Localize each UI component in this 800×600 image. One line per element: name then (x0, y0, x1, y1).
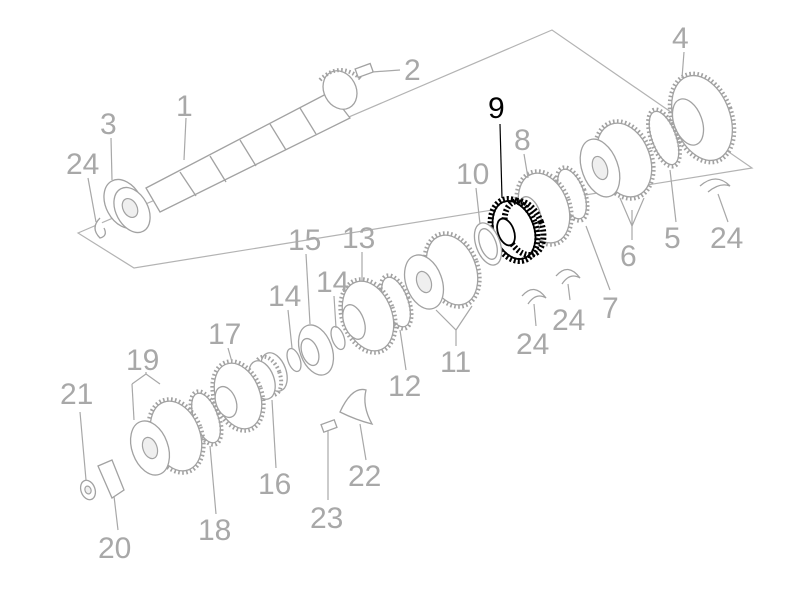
part-24-circlip-mid-a[interactable] (521, 288, 547, 305)
leader-lines (79, 51, 729, 531)
callout-labels: 1 2 3 4 5 6 7 8 9 10 11 12 13 14 15 14 1… (60, 22, 743, 565)
callout-3[interactable]: 3 (100, 108, 117, 141)
part-20-lock-plate[interactable] (97, 459, 125, 499)
callout-14-lower[interactable]: 14 (268, 280, 301, 313)
part-5-ring[interactable] (642, 105, 687, 170)
callout-4[interactable]: 4 (672, 22, 689, 55)
part-24-circlip-right[interactable] (699, 178, 731, 193)
part-14-washer-a[interactable] (328, 325, 347, 352)
callout-17[interactable]: 17 (208, 318, 241, 351)
part-4-gear[interactable] (658, 65, 746, 172)
callout-23[interactable]: 23 (310, 502, 343, 535)
part-13-gear[interactable] (331, 271, 406, 360)
part-6-synchro-hub[interactable] (573, 113, 664, 207)
callout-24-mid-left[interactable]: 24 (516, 328, 549, 361)
part-14-washer-b[interactable] (284, 347, 303, 374)
callout-7[interactable]: 7 (602, 292, 619, 325)
callout-15[interactable]: 15 (288, 224, 321, 257)
part-10-ring[interactable] (469, 219, 507, 269)
upper-assembly-frame (76, 29, 754, 269)
callout-8[interactable]: 8 (514, 124, 531, 157)
callout-5[interactable]: 5 (664, 222, 681, 255)
part-3-bearing[interactable] (96, 173, 157, 239)
callout-19[interactable]: 19 (126, 344, 159, 377)
callout-11[interactable]: 11 (440, 346, 471, 379)
part-23-screw[interactable] (320, 419, 338, 433)
callout-24-right[interactable]: 24 (710, 222, 743, 255)
callout-1[interactable]: 1 (176, 90, 193, 123)
callout-13[interactable]: 13 (342, 222, 375, 255)
part-11-synchro-assembly[interactable] (398, 225, 490, 314)
part-24-circlip-left[interactable] (94, 217, 106, 239)
callout-2[interactable]: 2 (404, 54, 421, 87)
callout-9-highlighted[interactable]: 9 (488, 92, 505, 125)
callout-10[interactable]: 10 (456, 158, 489, 191)
part-21-nut[interactable] (78, 478, 98, 502)
callout-12[interactable]: 12 (388, 370, 421, 403)
callout-21[interactable]: 21 (60, 378, 93, 411)
part-24-circlip-mid-b[interactable] (555, 268, 581, 285)
callout-6[interactable]: 6 (620, 240, 637, 273)
callout-20[interactable]: 20 (98, 532, 131, 565)
part-15-bearing[interactable] (292, 320, 340, 380)
callout-18[interactable]: 18 (198, 514, 231, 547)
part-1-shaft[interactable] (145, 65, 364, 213)
callout-24-left[interactable]: 24 (66, 148, 99, 181)
callout-22[interactable]: 22 (348, 460, 381, 493)
callout-16[interactable]: 16 (258, 468, 291, 501)
part-2-pin[interactable] (354, 62, 375, 79)
part-22-spring-clip[interactable] (339, 388, 374, 425)
callout-24-mid-right[interactable]: 24 (552, 304, 585, 337)
callout-14-upper[interactable]: 14 (316, 266, 349, 299)
part-19-synchro-hub[interactable] (124, 391, 214, 480)
